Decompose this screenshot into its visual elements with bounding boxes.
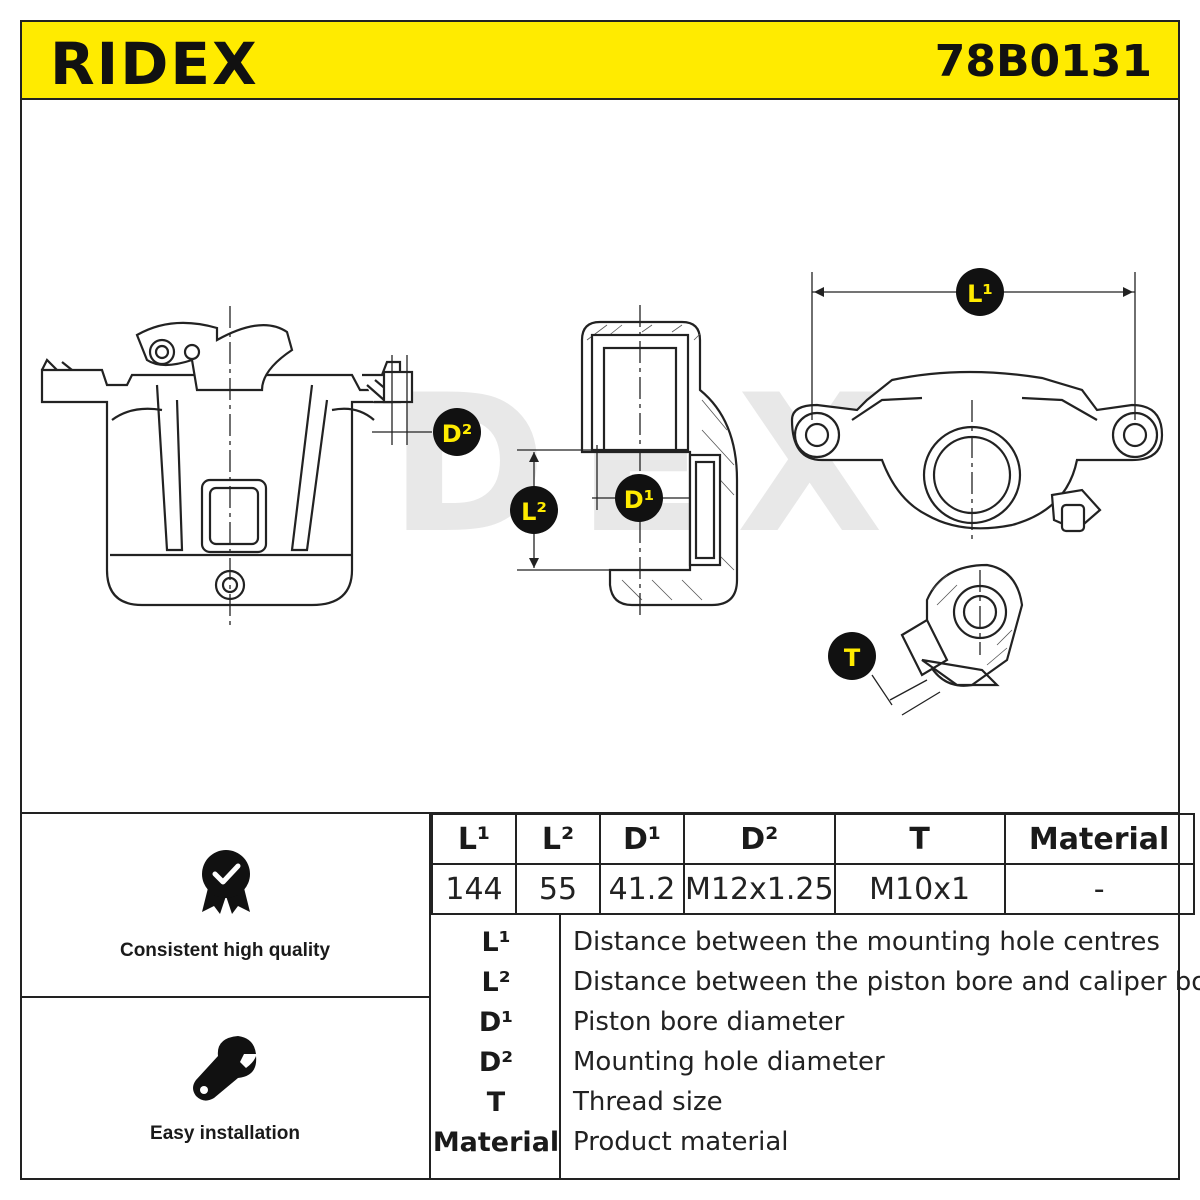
legend-key: L¹ xyxy=(481,927,511,958)
l2-marker: L² xyxy=(510,486,558,534)
legend-key: L² xyxy=(481,967,511,998)
legend-desc: Distance between the piston bore and cal… xyxy=(573,967,1200,997)
caliper-top-view xyxy=(790,370,1164,533)
legend-row: L¹ Distance between the mounting hole ce… xyxy=(431,927,1180,967)
spec-value-l2: 55 xyxy=(515,863,601,915)
spec-header-l2: L² xyxy=(515,813,601,865)
legend-row: D¹ Piston bore diameter xyxy=(431,1007,1180,1047)
feature-installation-label: Easy installation xyxy=(150,1123,300,1144)
spec-value-l1: 144 xyxy=(431,863,517,915)
l1-marker: L¹ xyxy=(956,268,1004,316)
legend-key: T xyxy=(486,1087,506,1118)
legend-desc: Piston bore diameter xyxy=(573,1007,845,1037)
legend-key: Material xyxy=(432,1127,560,1158)
feature-quality-label: Consistent high quality xyxy=(119,940,331,961)
legend-key: D² xyxy=(478,1047,514,1078)
spec-value-t: M10x1 xyxy=(833,863,1006,915)
legend-row: Material Product material xyxy=(431,1127,1180,1167)
spec-value-row: 144 55 41.2 M12x1.25 M10x1 - xyxy=(431,863,1195,915)
d1-marker: D¹ xyxy=(615,474,663,522)
caliper-front-view xyxy=(40,321,414,607)
legend-desc: Mounting hole diameter xyxy=(573,1047,885,1077)
spec-header-material: Material xyxy=(1003,813,1195,865)
wrench-icon xyxy=(193,1036,257,1101)
svg-text:L¹: L¹ xyxy=(967,280,993,308)
spec-header-d2: D² xyxy=(683,813,836,865)
spec-header-l1: L¹ xyxy=(431,813,517,865)
spec-value-material: - xyxy=(1003,863,1195,915)
feature-divider xyxy=(20,996,431,998)
bleeder-detail-view xyxy=(900,563,1024,687)
header-bar: RIDEX 78B0131 xyxy=(20,20,1180,100)
legend-row: T Thread size xyxy=(431,1087,1180,1127)
spec-value-d2: M12x1.25 xyxy=(683,863,836,915)
d2-marker: D² xyxy=(433,408,481,456)
legend-desc: Distance between the mounting hole centr… xyxy=(573,927,1160,957)
spec-table: L¹ L² D¹ D² T Material 144 55 41.2 M12x1… xyxy=(431,813,1195,915)
caliper-drawing: RIDEX D² xyxy=(40,268,1164,716)
svg-text:D¹: D¹ xyxy=(624,486,654,514)
spec-header-row: L¹ L² D¹ D² T Material xyxy=(431,813,1195,865)
legend-row: D² Mounting hole diameter xyxy=(431,1047,1180,1087)
svg-text:T: T xyxy=(844,644,861,672)
legend-desc: Thread size xyxy=(573,1087,723,1117)
part-number: 78B0131 xyxy=(934,36,1152,87)
brand-logo: RIDEX xyxy=(50,30,259,98)
legend-key: D¹ xyxy=(478,1007,514,1038)
t-marker: T xyxy=(828,632,876,680)
svg-text:D²: D² xyxy=(442,420,472,448)
spec-value-d1: 41.2 xyxy=(599,863,685,915)
spec-header-d1: D¹ xyxy=(599,813,685,865)
quality-badge-icon xyxy=(202,850,250,914)
svg-text:L²: L² xyxy=(521,498,547,526)
legend-desc: Product material xyxy=(573,1127,789,1157)
spec-header-t: T xyxy=(833,813,1006,865)
legend-divider xyxy=(559,913,561,1180)
legend: L¹ Distance between the mounting hole ce… xyxy=(431,913,1200,1180)
legend-row: L² Distance between the piston bore and … xyxy=(431,967,1200,1007)
bottom-divider xyxy=(20,812,1180,814)
